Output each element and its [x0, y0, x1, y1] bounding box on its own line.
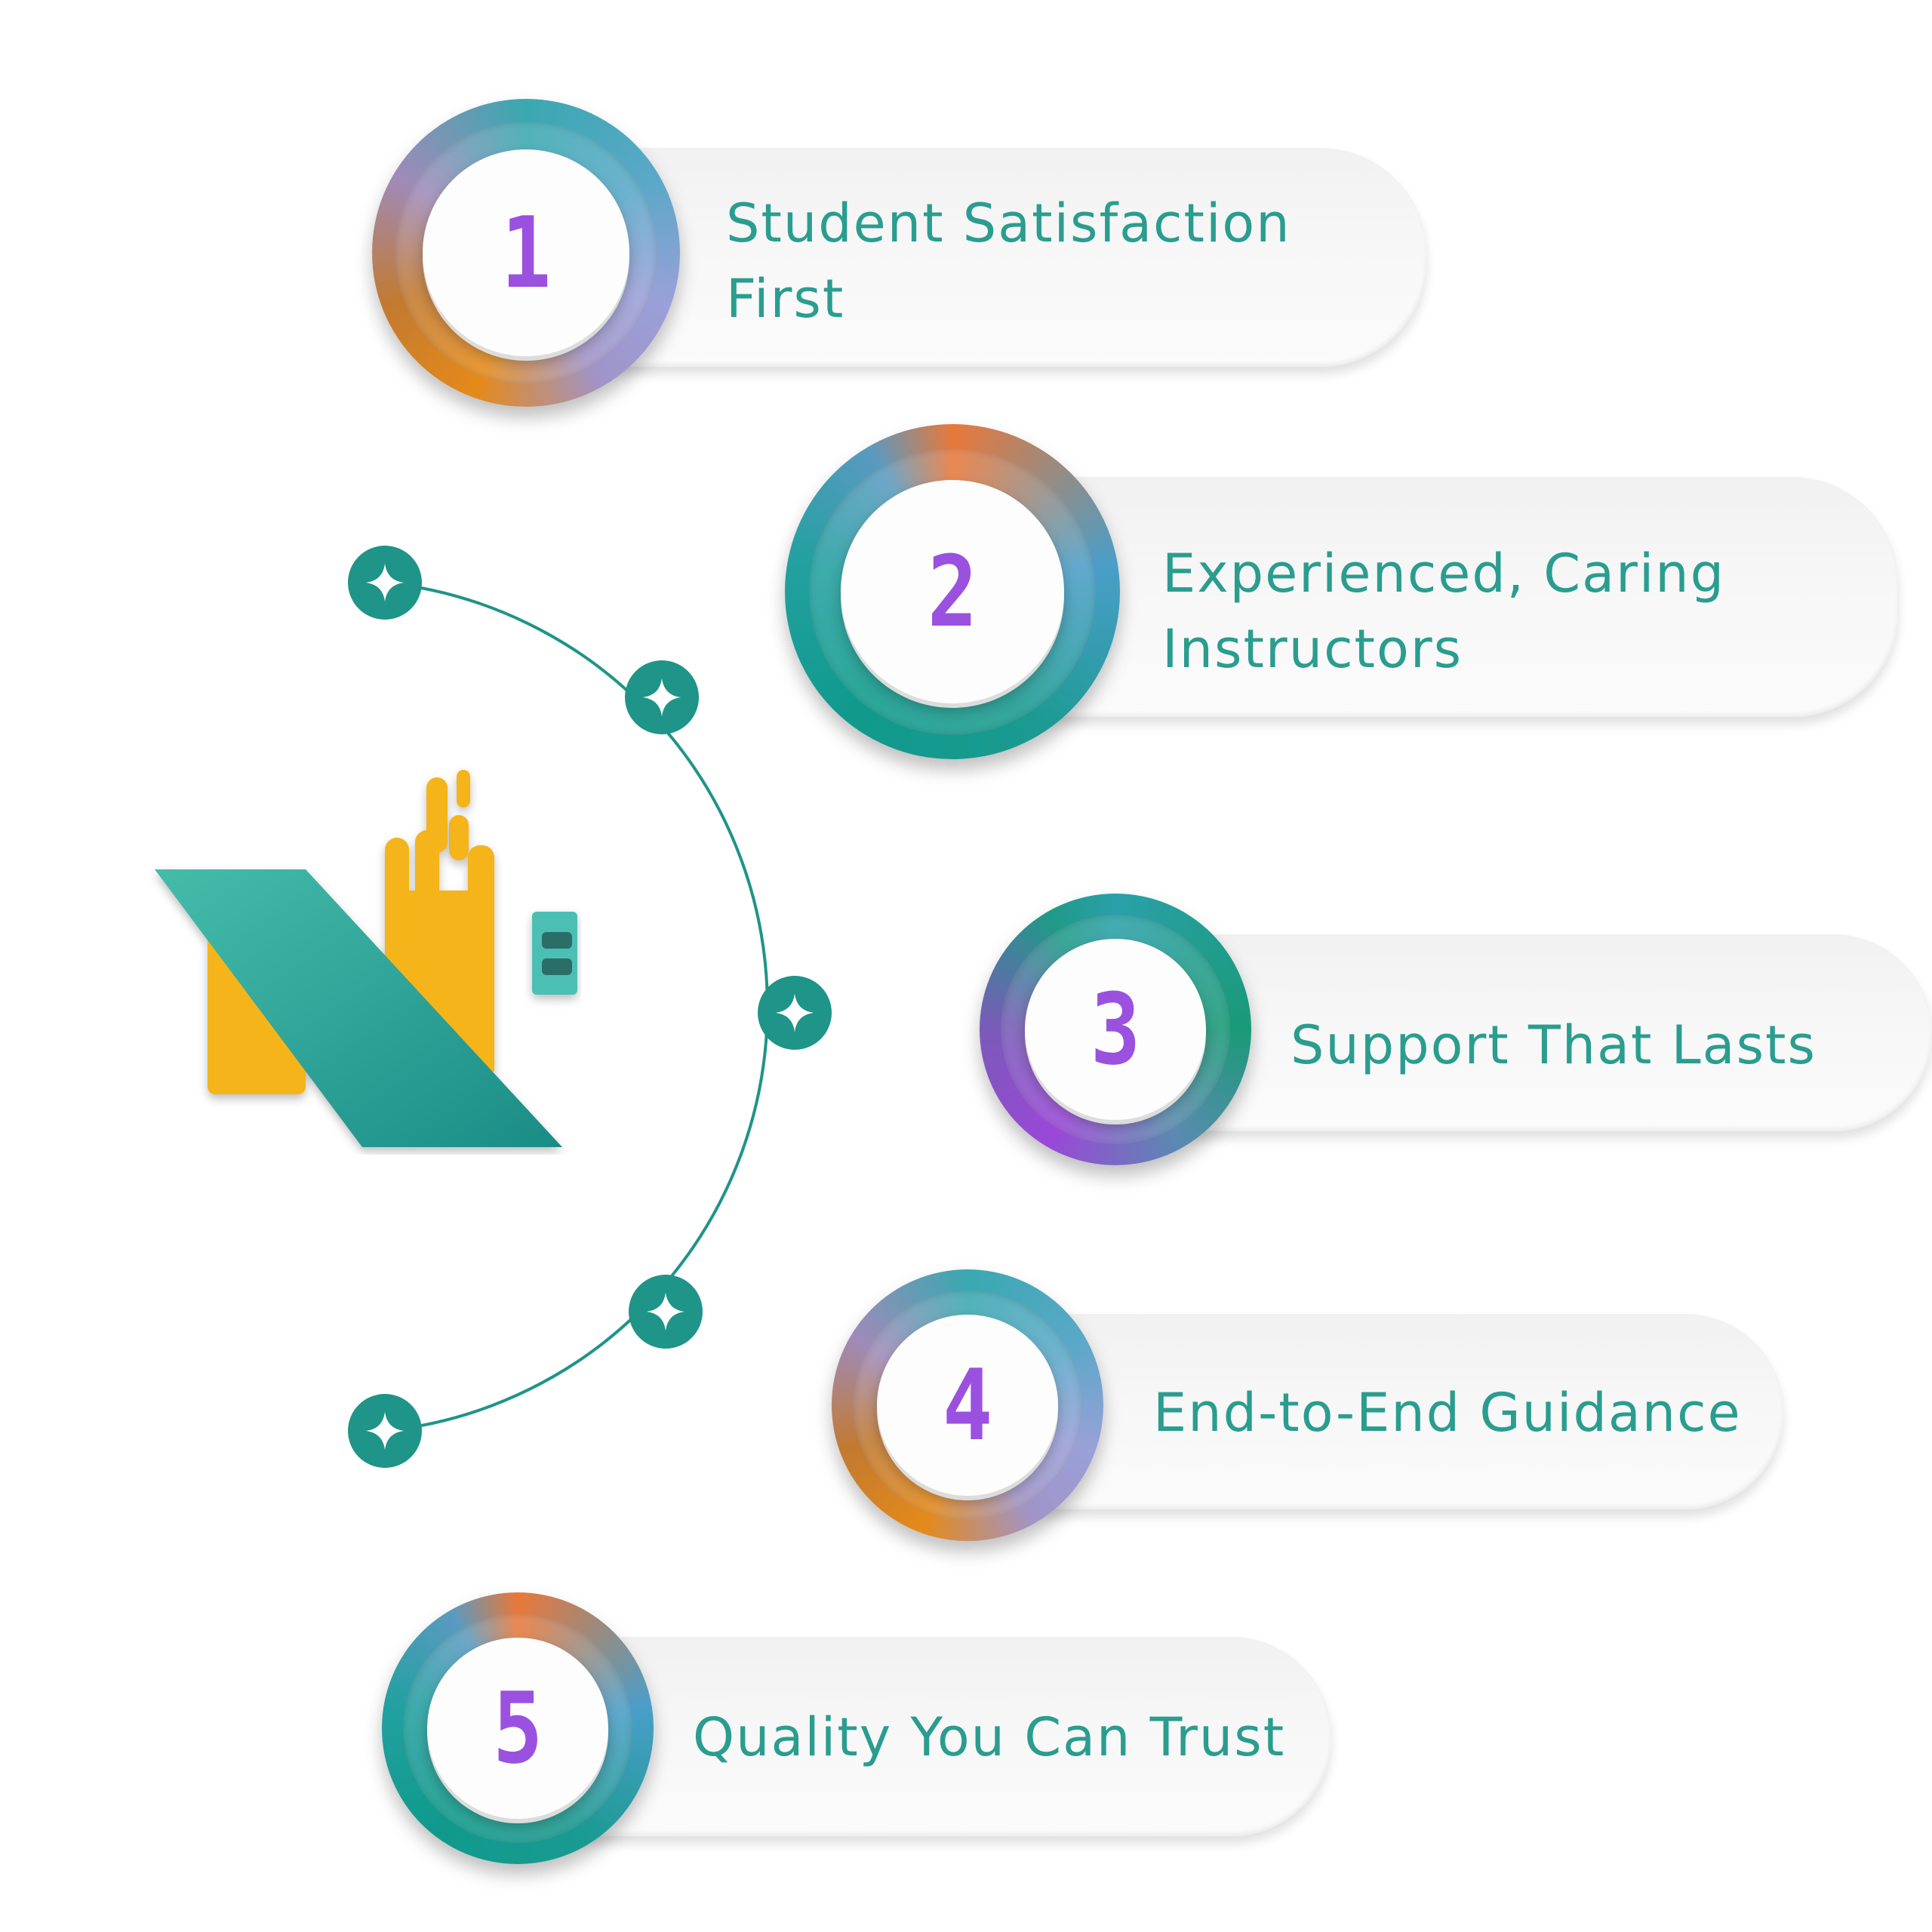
item-1-number: 1 [500, 195, 552, 310]
item-1-title: Student Satisfaction First [726, 186, 1291, 337]
sparkle-node-4 [629, 1275, 703, 1349]
item-4-number-disc: 4 [877, 1315, 1058, 1496]
item-2-line1: Experienced, Caring [1162, 543, 1726, 605]
sparkle-node-3 [758, 976, 832, 1050]
item-3-number: 3 [1090, 972, 1141, 1087]
sparkle-node-2 [625, 660, 699, 734]
sparkle-icon [646, 1292, 685, 1331]
item-4-number: 4 [942, 1348, 993, 1463]
item-2-number: 2 [927, 534, 978, 649]
item-2-title: Experienced, Caring Instructors [1162, 536, 1725, 687]
item-1-line2: First [726, 268, 845, 330]
sparkle-icon [642, 678, 681, 717]
item-3-number-disc: 3 [1025, 939, 1206, 1120]
item-1-number-disc: 1 [423, 149, 629, 356]
item-2-line2: Instructors [1162, 618, 1463, 680]
sparkle-node-5 [348, 1394, 422, 1468]
sparkle-icon [365, 1411, 405, 1451]
item-5-title: Quality You Can Trust [693, 1700, 1285, 1775]
item-5-line1: Quality You Can Trust [693, 1706, 1286, 1768]
item-5-card [528, 1637, 1331, 1836]
sparkle-icon [775, 993, 814, 1032]
item-4-line1: End-to-End Guidance [1153, 1382, 1742, 1444]
item-5-number: 5 [492, 1671, 543, 1786]
item-2-card [966, 477, 1898, 717]
item-5-number-disc: 5 [427, 1638, 608, 1819]
item-3-line1: Support That Lasts [1291, 1014, 1817, 1076]
sparkle-node-1 [348, 546, 422, 620]
item-1-line1: Student Satisfaction [726, 192, 1291, 254]
brand-logo [155, 770, 577, 1147]
item-2-number-disc: 2 [841, 480, 1064, 703]
sparkle-icon [365, 563, 405, 602]
item-3-card [1132, 934, 1932, 1131]
item-4-title: End-to-End Guidance [1153, 1375, 1742, 1451]
item-4-card [981, 1314, 1783, 1509]
item-1-card [574, 148, 1426, 367]
item-3-title: Support That Lasts [1291, 1008, 1817, 1083]
